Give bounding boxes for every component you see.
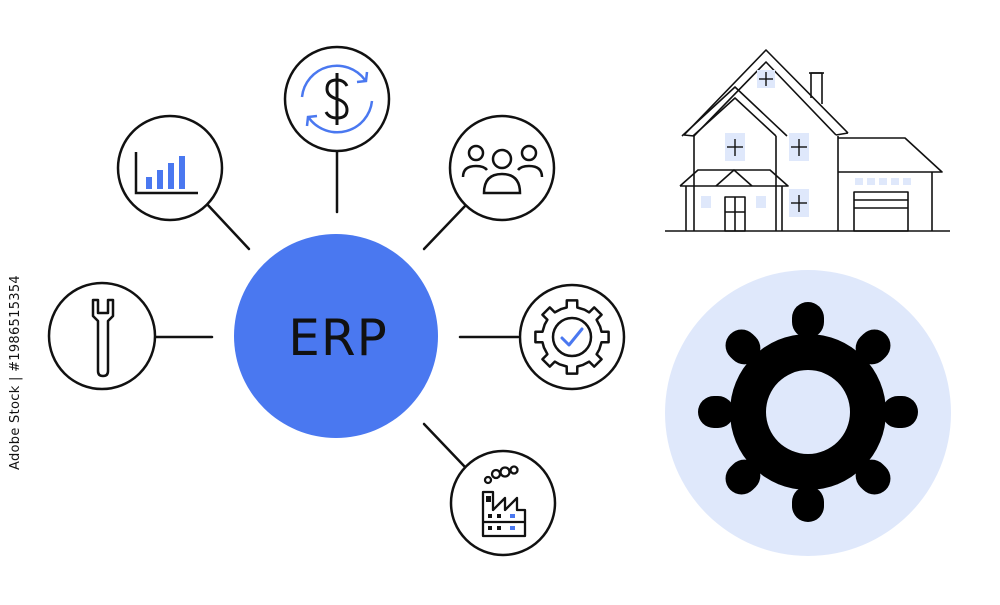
- connectors: [154, 148, 520, 469]
- gear-tooth: [725, 459, 761, 495]
- gear-tooth: [882, 396, 918, 428]
- dollar-cycle-icon: [300, 64, 374, 134]
- connector-chart: [204, 201, 251, 251]
- house-icon: [665, 49, 950, 232]
- wrench-node: [47, 281, 157, 391]
- large-gear-group: [665, 270, 951, 556]
- gear-tooth: [855, 329, 891, 365]
- connector-factory: [422, 422, 467, 469]
- people-node: [448, 114, 556, 222]
- gear-tooth: [792, 486, 824, 522]
- wrench-icon: [91, 298, 115, 378]
- gear-outline: [534, 299, 610, 375]
- dollar-node: [283, 45, 391, 153]
- factory-icon: [481, 465, 527, 538]
- gear-tooth: [855, 459, 891, 495]
- erp-label: ERP: [288, 309, 387, 367]
- gear-tooth: [792, 302, 824, 338]
- gear-check-icon: [534, 299, 610, 375]
- bar-chart-icon: [134, 152, 198, 195]
- gear-tooth: [725, 329, 761, 365]
- large-gear-icon: [698, 302, 918, 522]
- connector-people: [422, 203, 468, 251]
- gear-tooth: [698, 396, 734, 428]
- factory-node: [449, 449, 557, 557]
- people-group-icon: [461, 144, 544, 195]
- bar-chart-node: [116, 114, 224, 222]
- stock-id: Adobe Stock | #1986515354: [8, 275, 23, 470]
- erp-node: ERP: [234, 234, 438, 438]
- gear-check-node: [518, 283, 626, 391]
- gear-hole: [766, 370, 850, 454]
